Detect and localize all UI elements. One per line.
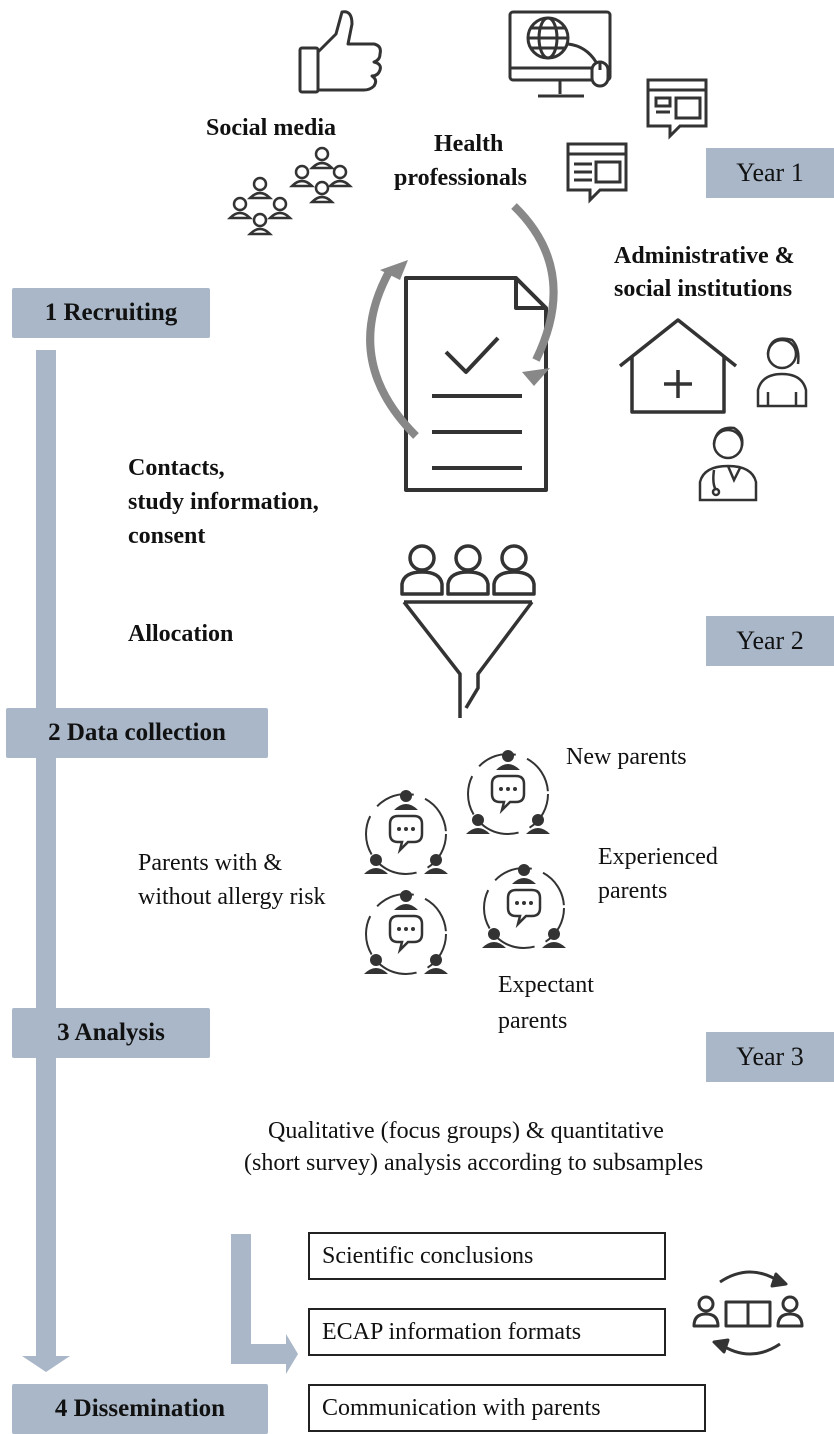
allergy-risk-label-line2: without allergy risk — [138, 884, 326, 910]
person-icon — [756, 337, 808, 408]
stage-data-collection-label: 2 Data collection — [6, 708, 268, 758]
focus-group-icon — [364, 790, 448, 875]
analysis-description-line1: Qualitative (focus groups) & quantitativ… — [268, 1118, 664, 1144]
contacts-label-line1: Contacts, — [128, 455, 225, 481]
stage-analysis-label: 3 Analysis — [12, 1008, 210, 1058]
ecap-information-formats-box: ECAP information formats — [308, 1308, 666, 1356]
thumbs-up-icon — [298, 10, 382, 94]
computer-globe-icon — [508, 10, 612, 98]
focus-group-icon — [364, 890, 448, 975]
scientific-conclusions-box: Scientific conclusions — [308, 1232, 666, 1280]
analysis-description-line2: (short survey) analysis according to sub… — [244, 1150, 704, 1176]
experienced-parents-label-line1: Experienced — [598, 844, 718, 870]
focus-group-icon — [482, 864, 566, 949]
experienced-parents-label-line2: parents — [598, 878, 668, 904]
health-professionals-label-line2: professionals — [394, 165, 527, 191]
stage-recruiting-label: 1 Recruiting — [12, 288, 210, 338]
year-1-label: Year 1 — [706, 148, 834, 198]
communication-with-parents-box: Communication with parents — [308, 1384, 706, 1432]
webpage-icon — [566, 142, 628, 204]
expectant-parents-label-line1: Expectant — [498, 972, 594, 998]
allocation-label: Allocation — [128, 621, 234, 647]
administrative-label-line2: social institutions — [614, 276, 793, 302]
people-network-icon — [226, 146, 354, 236]
expectant-parents-label-line2: parents — [498, 1008, 568, 1034]
webpage-icon — [646, 78, 708, 140]
year-3-label: Year 3 — [706, 1032, 834, 1082]
year-2-label: Year 2 — [706, 616, 834, 666]
administrative-label-line1: Administrative & — [614, 243, 795, 269]
new-parents-label: New parents — [566, 744, 687, 770]
institution-house-icon — [618, 318, 738, 414]
stage-dissemination-label: 4 Dissemination — [12, 1384, 268, 1434]
allergy-risk-label-line1: Parents with & — [138, 850, 282, 876]
funnel-icon — [400, 544, 536, 718]
doctor-icon — [698, 426, 758, 502]
cycle-arrows-icon — [366, 203, 558, 439]
contacts-label-line3: consent — [128, 523, 206, 549]
social-media-label: Social media — [206, 115, 336, 141]
contacts-label-line2: study information, — [128, 489, 319, 515]
consent-document-icon — [404, 276, 548, 492]
knowledge-exchange-icon — [692, 1270, 804, 1356]
focus-group-icon — [466, 750, 550, 835]
health-professionals-label-line1: Health — [434, 131, 504, 157]
